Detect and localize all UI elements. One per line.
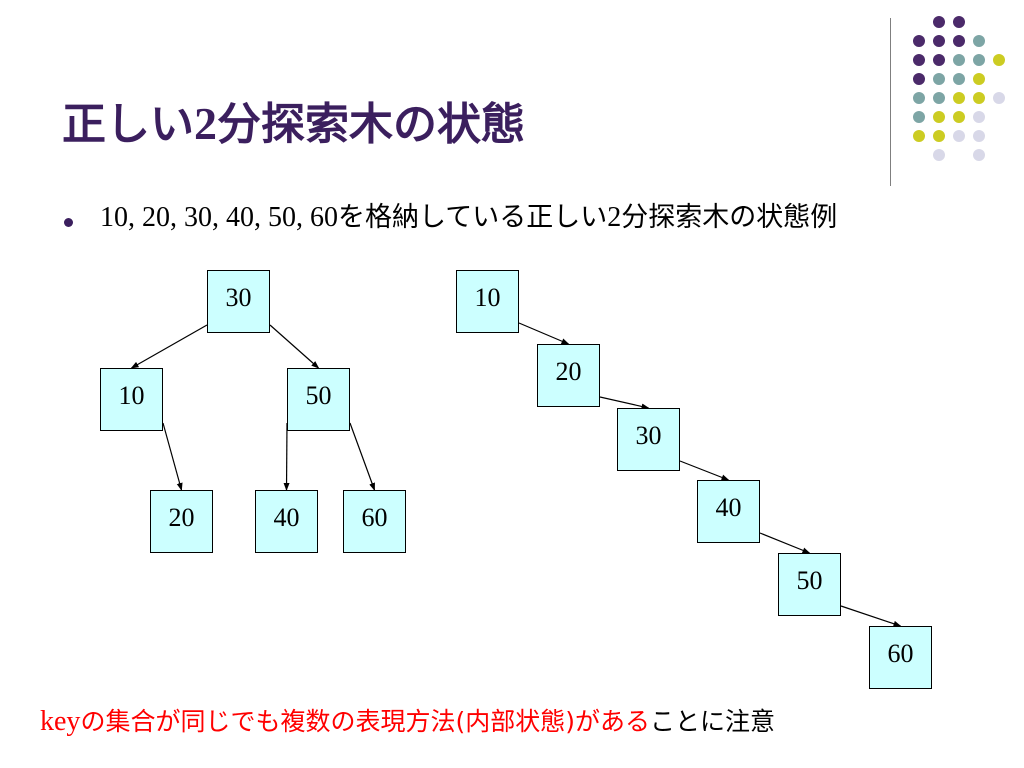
decor-dot (913, 35, 925, 47)
decor-dot (913, 92, 925, 104)
edge-b50-b40 (283, 422, 290, 491)
decor-dot (953, 16, 965, 28)
decor-dot (933, 130, 945, 142)
decor-dot (993, 54, 1005, 66)
edge-s50-s60 (840, 605, 902, 627)
decor-dot (953, 130, 965, 142)
edge-s30-s40 (679, 460, 730, 481)
decor-dot (933, 54, 945, 66)
edge-s10-s20 (518, 322, 570, 345)
edge-b50-b60 (349, 422, 376, 491)
slide-title: 正しい2分探索木の状態 (62, 88, 525, 152)
edge-b30-b50 (269, 324, 320, 369)
footnote-mid: の集合が同じでも複数の表現方法 (80, 707, 456, 736)
node-skewed-50: 50 (778, 553, 841, 616)
decor-dot (973, 35, 985, 47)
bullet-rest: を格納している正しい (338, 202, 608, 233)
node-balanced-50: 50 (287, 368, 350, 431)
decor-dot (933, 73, 945, 85)
decor-dot (933, 111, 945, 123)
bullet-icon (64, 218, 73, 227)
node-skewed-30: 30 (617, 408, 680, 471)
bullet-number: 2 (607, 202, 622, 233)
node-balanced-60: 60 (343, 490, 406, 553)
decor-dot (953, 111, 965, 123)
decor-dot (973, 111, 985, 123)
edge-b30-b10 (130, 324, 208, 369)
decor-dot (913, 73, 925, 85)
decor-dot (953, 92, 965, 104)
node-skewed-20: 20 (537, 344, 600, 407)
decor-dot (973, 149, 985, 161)
title-post: 分探索木の状態 (217, 99, 525, 150)
edge-s20-s30 (599, 396, 650, 410)
decor-dot (953, 73, 965, 85)
decor-dot (993, 92, 1005, 104)
node-skewed-10: 10 (456, 270, 519, 333)
edge-b10-b20 (162, 422, 183, 491)
bullet-rest2: 分探索木の状態例 (621, 202, 838, 233)
decor-dot (933, 16, 945, 28)
edge-s40-s50 (759, 532, 811, 554)
node-balanced-10: 10 (100, 368, 163, 431)
decor-dot (953, 35, 965, 47)
footnote: keyの集合が同じでも複数の表現方法(内部状態)があることに注意 (40, 702, 775, 738)
decor-dot (973, 92, 985, 104)
decor-dot (913, 111, 925, 123)
footnote-key: key (40, 706, 81, 737)
node-balanced-40: 40 (255, 490, 318, 553)
decor-dot (913, 54, 925, 66)
title-pre: 正しい (62, 99, 194, 150)
node-balanced-30: 30 (207, 270, 270, 333)
bullet-text: 10, 20, 30, 40, 50, 60を格納している正しい2分探索木の状態… (100, 200, 970, 236)
decor-dot (973, 130, 985, 142)
footnote-black: ことに注意 (649, 707, 775, 736)
decor-dot (973, 73, 985, 85)
node-balanced-20: 20 (150, 490, 213, 553)
decor-dot (933, 149, 945, 161)
footnote-paren: (内部状態) (455, 707, 575, 736)
decor-divider (890, 18, 891, 186)
decor-dot (973, 54, 985, 66)
bullet-values: 10, 20, 30, 40, 50, 60 (100, 202, 338, 233)
footnote-after: がある (574, 707, 650, 736)
decor-dot (953, 54, 965, 66)
decor-dot (913, 130, 925, 142)
node-skewed-40: 40 (697, 480, 760, 543)
decor-dot (933, 35, 945, 47)
decor-dot (933, 92, 945, 104)
node-skewed-60: 60 (869, 626, 932, 689)
title-number: 2 (194, 98, 217, 149)
